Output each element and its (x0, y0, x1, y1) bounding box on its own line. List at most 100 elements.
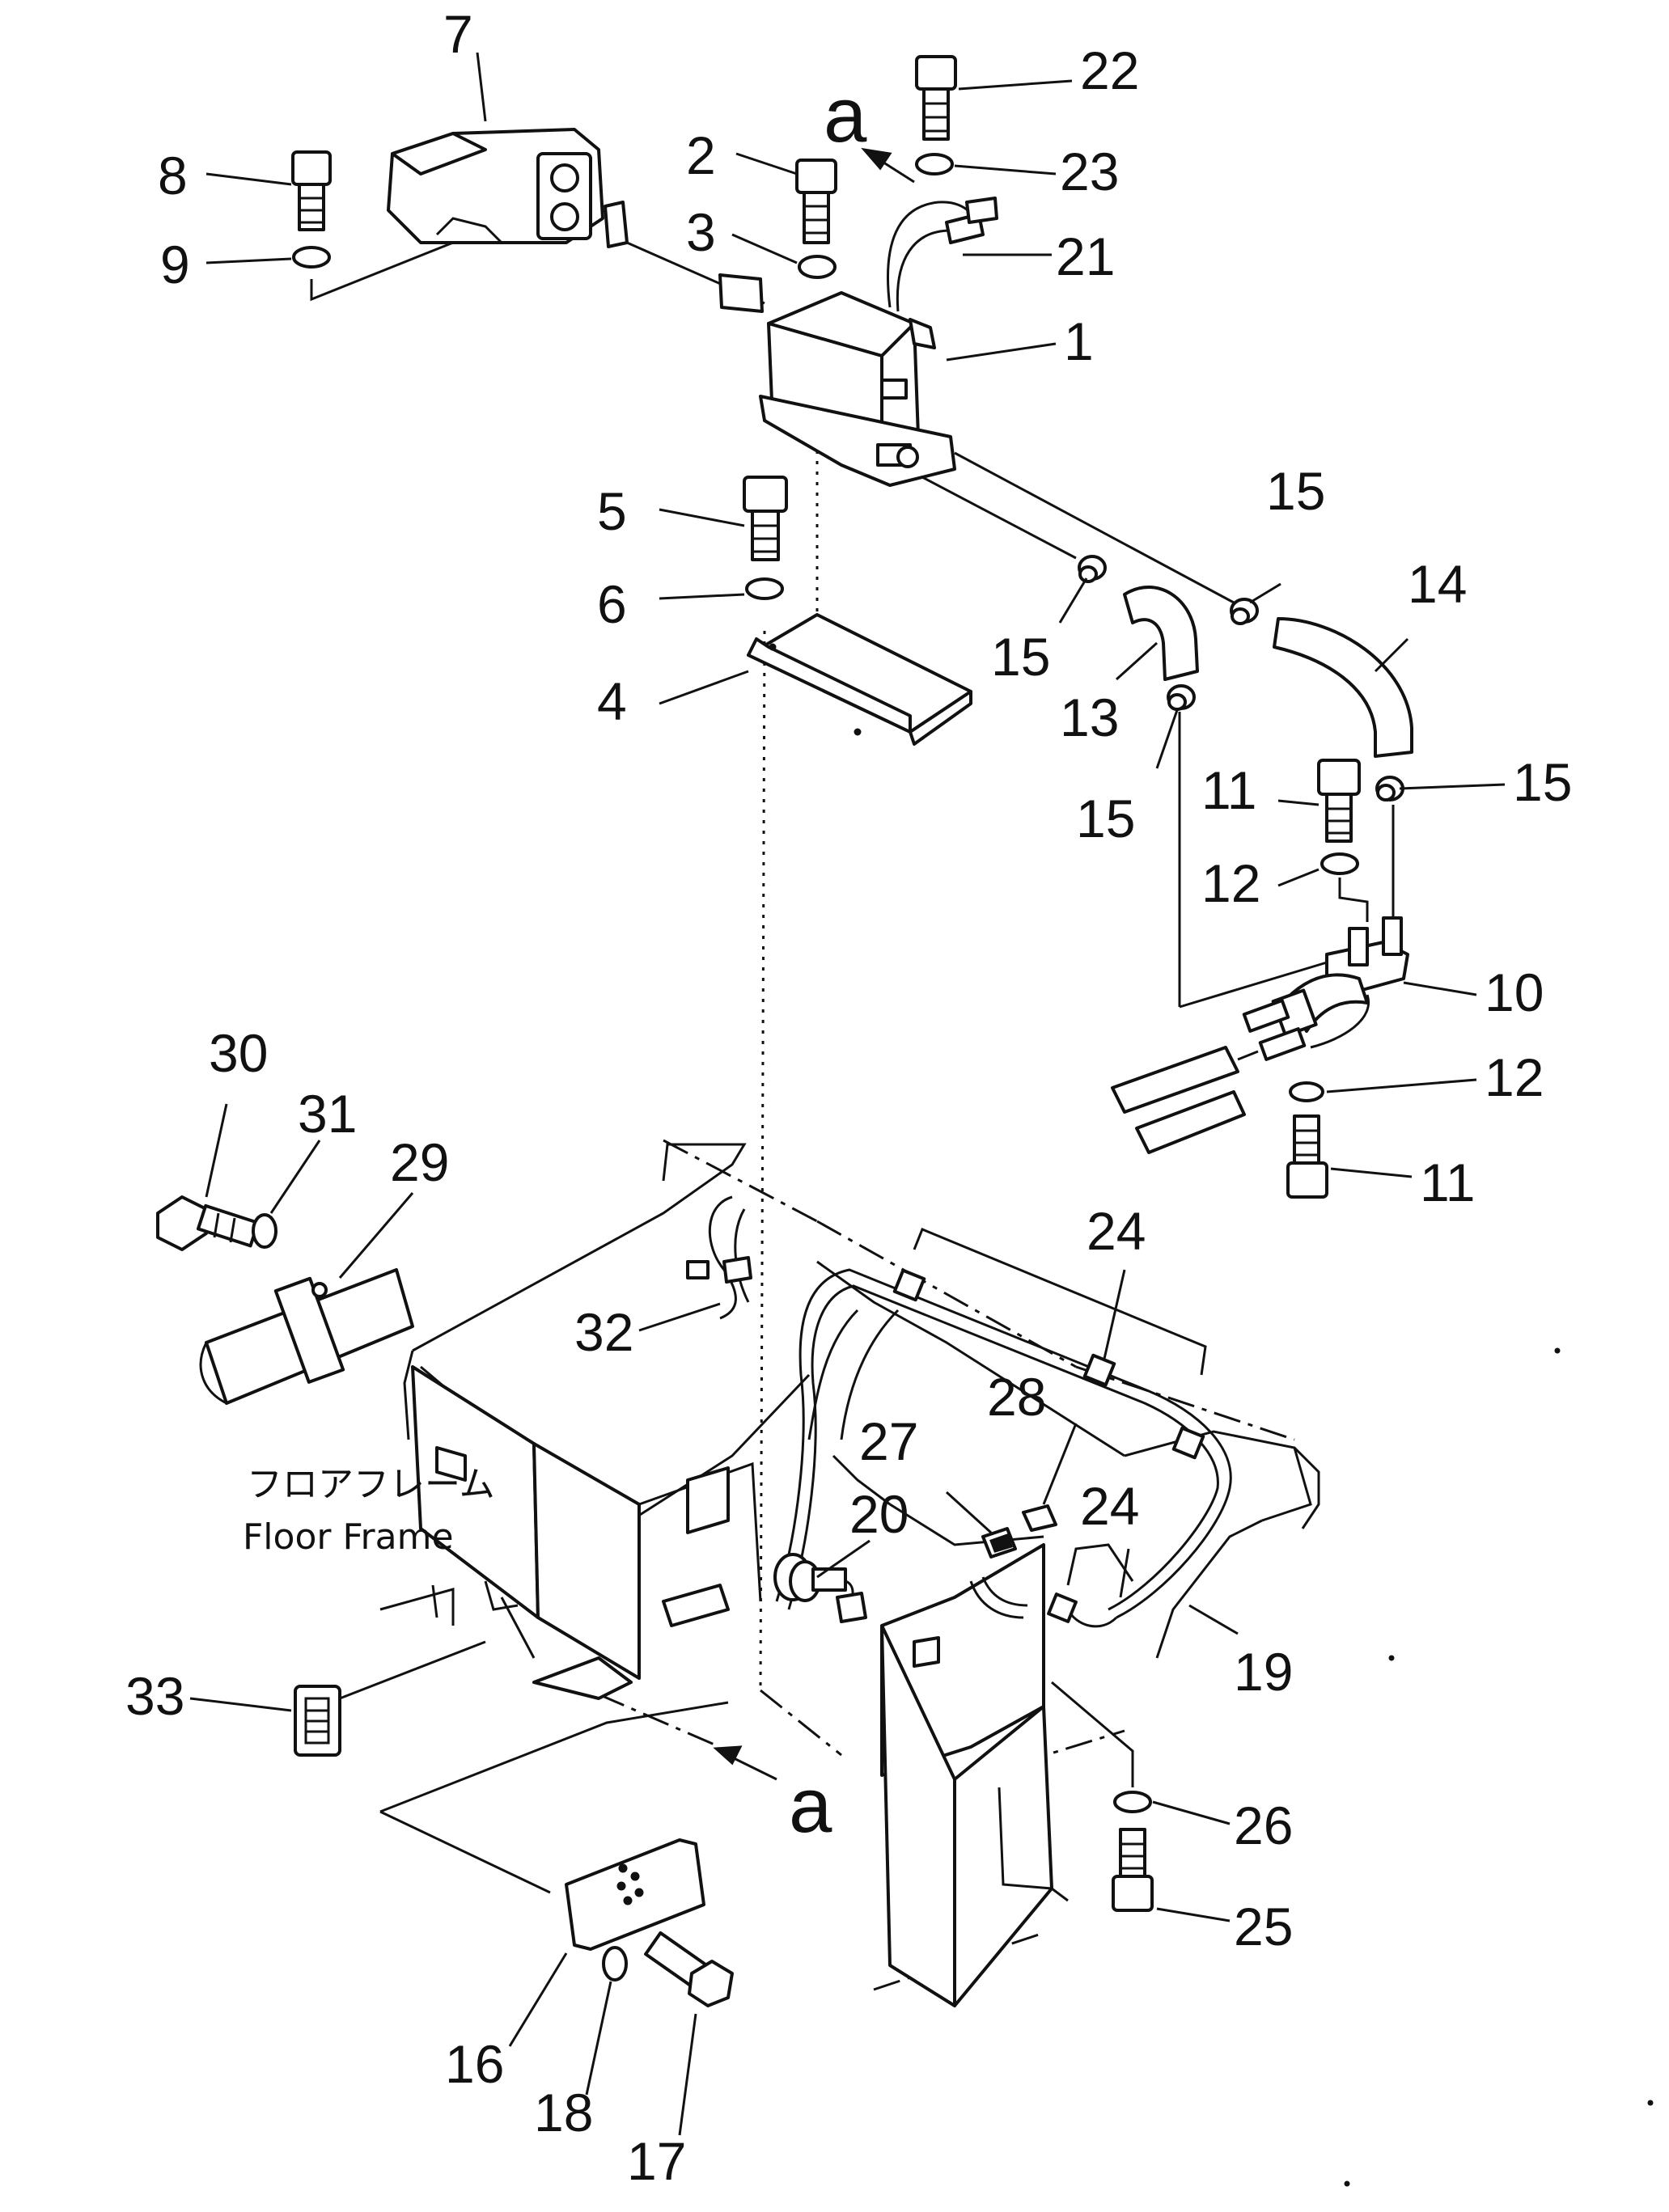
label-13: 13 (1060, 687, 1119, 747)
pipe-with-clamp-29 (199, 1268, 414, 1405)
label-23: 23 (1060, 142, 1119, 201)
wire-32 (708, 1195, 737, 1320)
label-9: 9 (160, 235, 190, 294)
part-7-control-box (387, 128, 629, 248)
bolt-5 (743, 476, 788, 561)
label-24-a: 24 (1087, 1201, 1146, 1261)
bracket-24-low (1066, 1543, 1134, 1586)
line-26-up (1051, 1681, 1134, 1787)
line-box-to-15b (954, 451, 1235, 604)
hose-13 (1123, 586, 1199, 681)
speck-3 (1344, 2180, 1350, 2187)
line-12-to-10 (1338, 878, 1369, 922)
part-4-bracket (747, 613, 972, 746)
bolt-8 (291, 150, 332, 231)
washer-12-lower (1289, 1081, 1324, 1102)
bolt-22 (915, 55, 957, 141)
part-28-label (1022, 1504, 1057, 1532)
label-18: 18 (534, 2083, 593, 2142)
hose-14 (1273, 617, 1413, 758)
label-19: 19 (1234, 1642, 1293, 1702)
label-7: 7 (443, 4, 473, 64)
label-1: 1 (1064, 311, 1094, 371)
view-arrow-bottom-head (713, 1745, 743, 1766)
label-16: 16 (445, 2034, 504, 2094)
clip-24d (1047, 1592, 1078, 1623)
speck-4 (1647, 2100, 1654, 2106)
label-30: 30 (209, 1023, 268, 1083)
label-5: 5 (597, 481, 627, 541)
label-12-b: 12 (1485, 1047, 1544, 1107)
bolt-11-lower (1286, 1114, 1328, 1199)
label-25: 25 (1234, 1897, 1293, 1956)
label-15-b: 15 (991, 627, 1050, 687)
label-11-a: 11 (1201, 760, 1257, 820)
tube-19b (787, 1284, 1219, 1611)
label-10: 10 (1485, 962, 1544, 1022)
washer-18 (602, 1946, 628, 1981)
wire-21b (896, 229, 951, 312)
bolt-11-upper (1317, 759, 1361, 843)
tube-19 (775, 1268, 1232, 1619)
view-arrow-top-head (861, 147, 892, 171)
speck-1 (1554, 1347, 1561, 1354)
label-8: 8 (158, 146, 188, 205)
label-a-top: a (824, 72, 867, 159)
part-27-switch (969, 1527, 1028, 1619)
label-27: 27 (859, 1411, 918, 1471)
clip-24b (1082, 1353, 1116, 1387)
clamp-15b (1230, 598, 1259, 625)
label-15-c: 15 (1076, 789, 1135, 848)
speck-2 (1388, 1655, 1395, 1661)
leader-lines (189, 52, 1506, 2136)
connector-tab (718, 273, 764, 313)
label-6: 6 (597, 574, 627, 634)
clamp-15c (1167, 684, 1196, 711)
label-21: 21 (1056, 226, 1115, 286)
label-31: 31 (298, 1084, 357, 1144)
label-15-a: 15 (1266, 461, 1325, 521)
bolt-25 (1112, 1828, 1154, 1912)
washer-26 (1113, 1791, 1152, 1813)
label-22: 22 (1080, 40, 1139, 100)
floor-frame-label-en: Floor Frame (243, 1516, 454, 1558)
tube-19c (1066, 1609, 1118, 1628)
part-labels: 7 8 9 2 3 a 22 23 21 1 5 6 4 15 14 15 13… (125, 4, 1572, 2191)
washer-6 (745, 577, 784, 600)
floor-frame (379, 1143, 1320, 2007)
connector-32b (686, 1260, 710, 1279)
part-10-valve (1242, 916, 1409, 1061)
label-3: 3 (686, 202, 716, 262)
label-17: 17 (627, 2131, 686, 2191)
washer-3 (798, 255, 837, 279)
bolt-2 (795, 159, 837, 244)
washer-9 (292, 246, 331, 269)
label-24-b: 24 (1080, 1476, 1139, 1536)
label-2: 2 (686, 125, 716, 185)
label-11-b: 11 (1420, 1153, 1476, 1212)
hoses-to-10 (1111, 1046, 1259, 1154)
line-33 (339, 1640, 486, 1700)
part-20-connector (773, 1553, 867, 1623)
label-26: 26 (1234, 1795, 1293, 1855)
terminal-21b (965, 197, 998, 224)
label-33: 33 (125, 1666, 184, 1726)
washer-31 (252, 1213, 277, 1249)
label-14: 14 (1408, 554, 1467, 614)
bracket-24-top (913, 1228, 1207, 1376)
clamp-15a (1078, 555, 1107, 583)
wire-32b (734, 1208, 750, 1303)
label-32: 32 (574, 1302, 633, 1362)
washer-23 (915, 153, 954, 176)
line-9-to-7 (310, 241, 454, 302)
label-4: 4 (597, 671, 627, 731)
clip-24a (892, 1268, 926, 1302)
washer-12-upper (1320, 852, 1359, 875)
label-a-bottom: a (789, 1762, 832, 1849)
bolt-30 (156, 1195, 260, 1251)
clamp-15d (1375, 776, 1404, 801)
connector-32 (722, 1256, 752, 1284)
label-12-a: 12 (1201, 853, 1260, 913)
label-20: 20 (849, 1484, 909, 1544)
line-box-to-15a (921, 476, 1077, 560)
